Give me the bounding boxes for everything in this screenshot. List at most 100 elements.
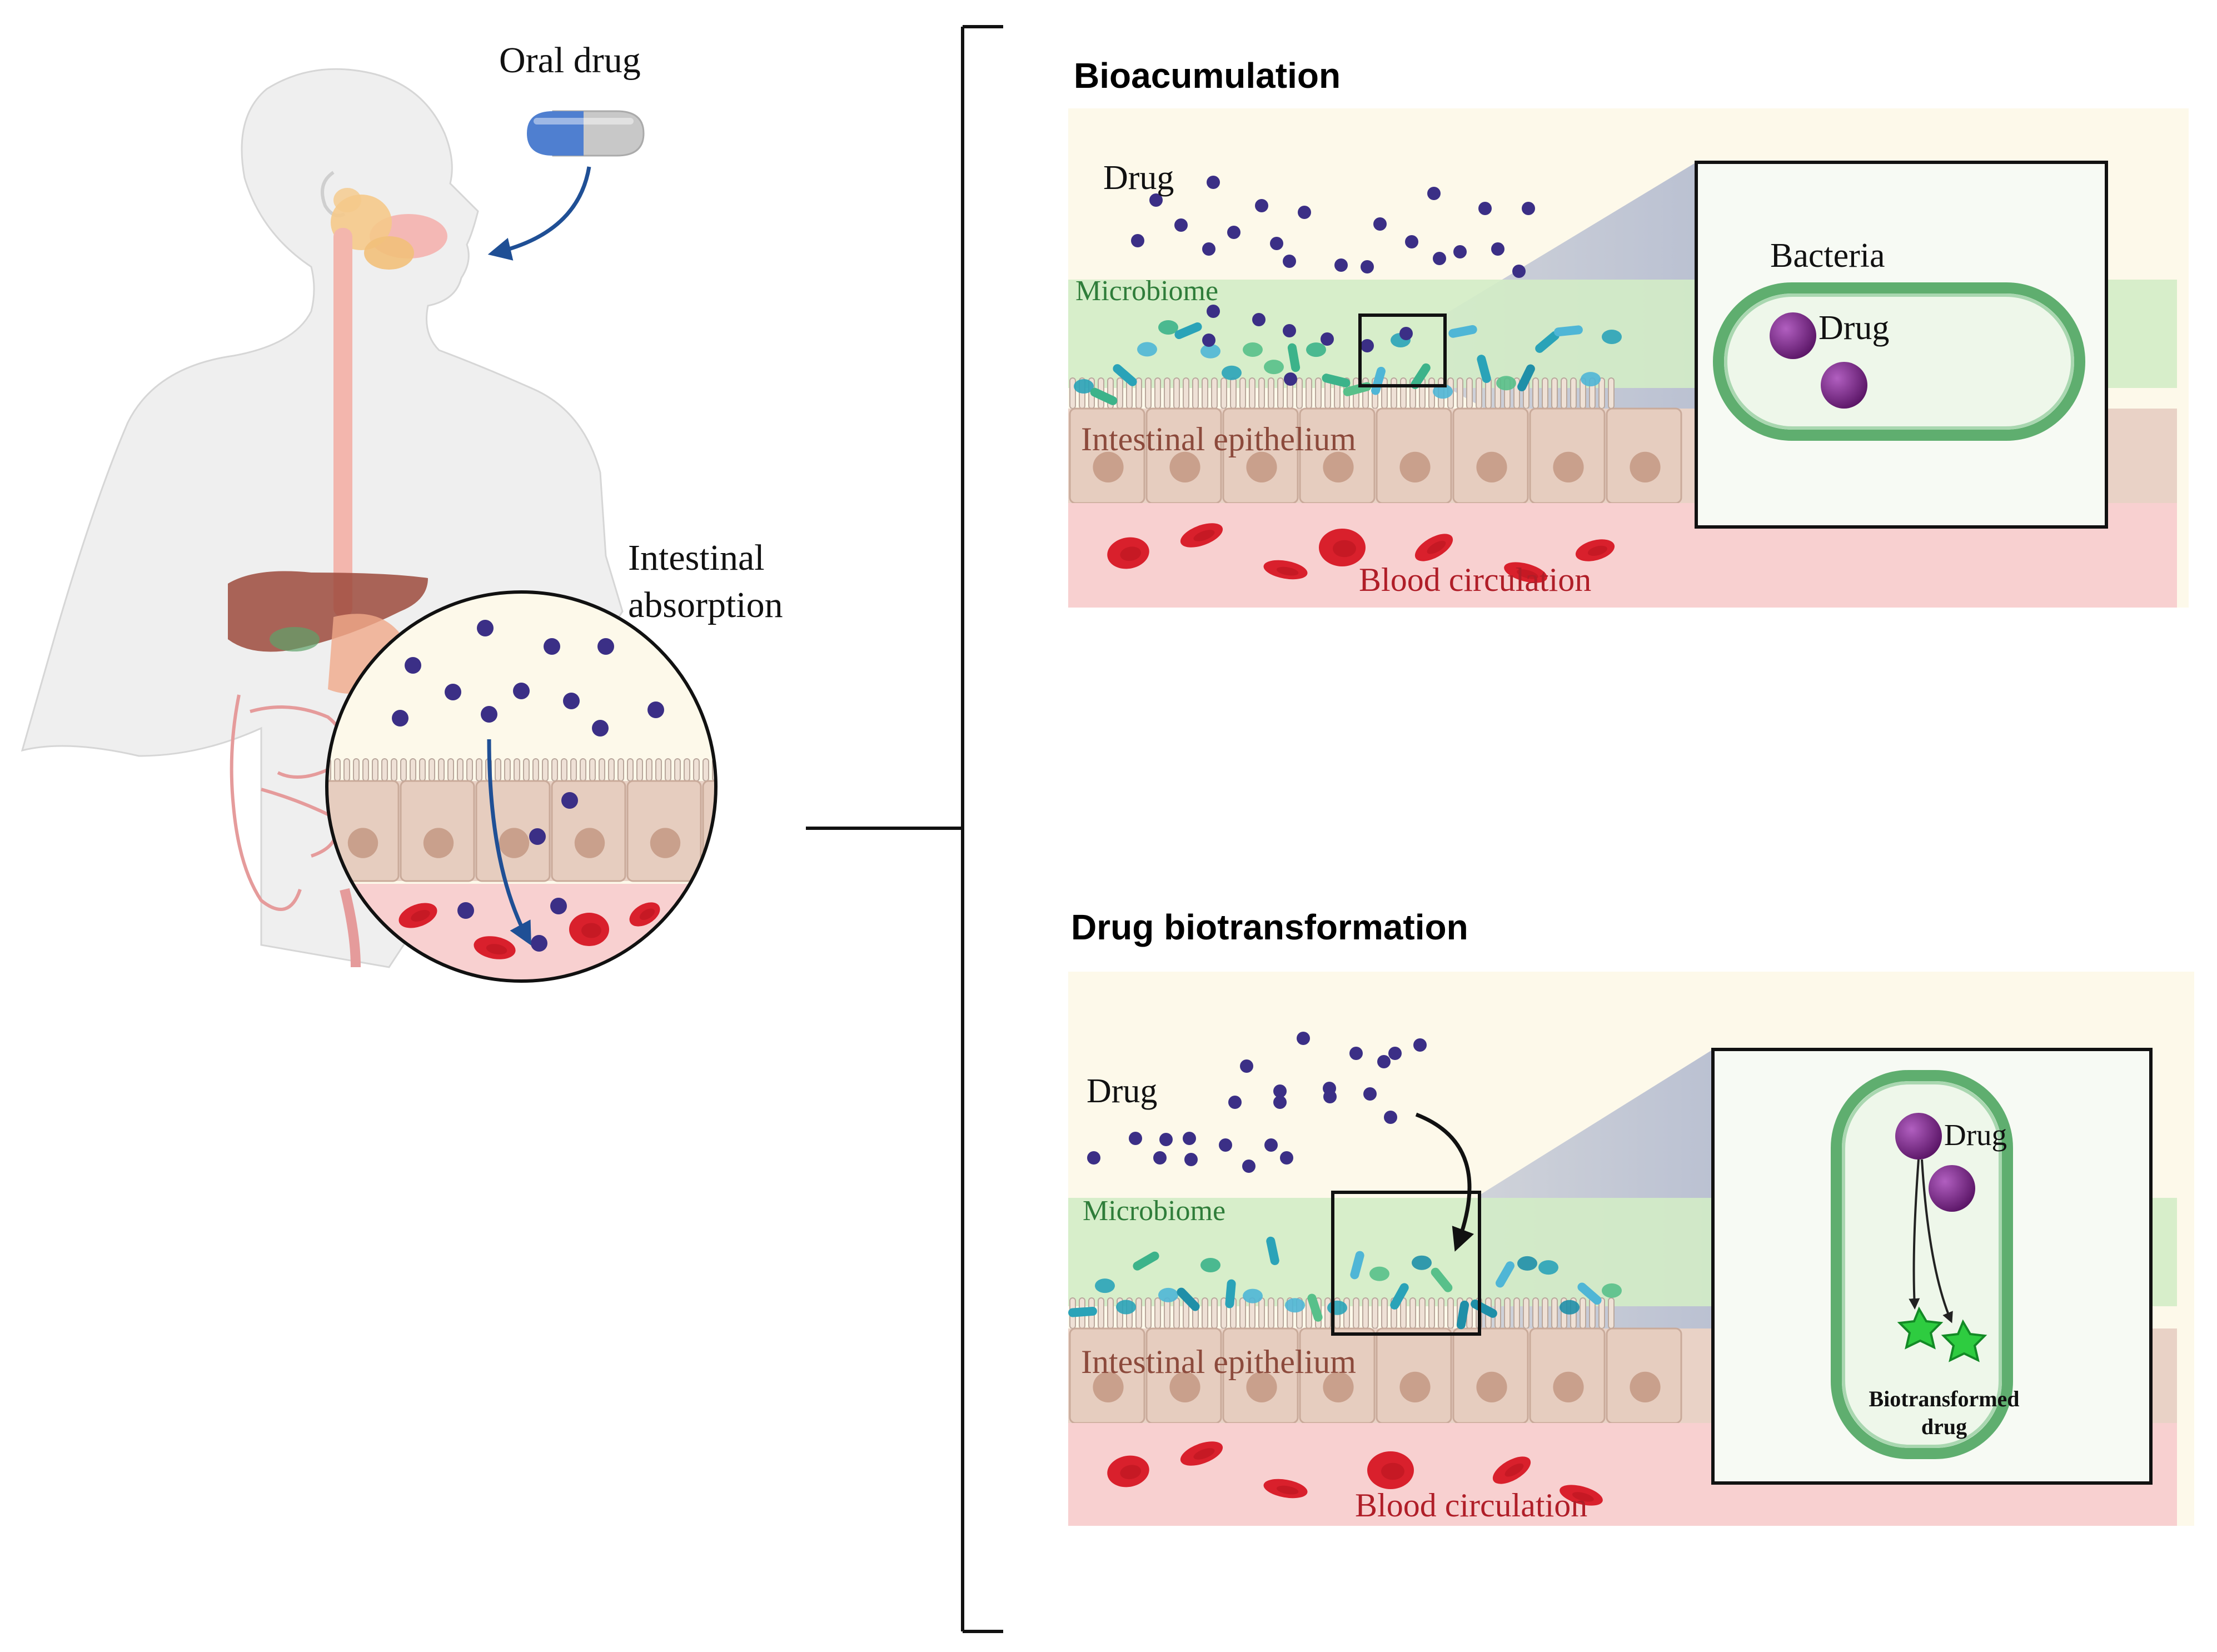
- drug-particle: [1334, 258, 1348, 272]
- drug-particle: [1363, 1087, 1377, 1101]
- product-star: [1941, 1319, 1987, 1362]
- drug-particle: [1159, 1133, 1173, 1146]
- villus: [1268, 1297, 1274, 1329]
- villus: [410, 758, 416, 782]
- villus: [1542, 377, 1548, 409]
- drug-particle: [1283, 324, 1296, 337]
- bacterium-rod: [1266, 1236, 1279, 1265]
- drug-particle: [1202, 334, 1215, 347]
- bacterium-rod: [1225, 1279, 1236, 1308]
- villus: [1315, 377, 1322, 409]
- bacterium-rod: [1287, 343, 1301, 372]
- villus: [1230, 377, 1237, 409]
- drug-particle: [1207, 176, 1220, 189]
- bacterium-coccus: [1517, 1256, 1537, 1271]
- large-drug-particle: [1895, 1113, 1942, 1160]
- villus: [1145, 1297, 1152, 1329]
- bacterium-coccus: [1222, 365, 1242, 380]
- villus: [1211, 1297, 1218, 1329]
- bacterium-rod: [1554, 325, 1583, 337]
- bacterium-rod: [1577, 1282, 1602, 1305]
- cell-nucleus: [1553, 451, 1584, 483]
- cell-nucleus: [1476, 1371, 1507, 1402]
- drug-particle: [1298, 206, 1311, 219]
- rbc-center: [581, 923, 601, 938]
- bacterium-rod: [1113, 364, 1137, 386]
- large-drug-particle: [1770, 312, 1816, 359]
- cell-nucleus: [1630, 451, 1661, 483]
- cell-nucleus: [1399, 1371, 1431, 1402]
- rbc-center: [1587, 545, 1607, 556]
- drug-particle: [1087, 1151, 1100, 1165]
- drug-particle: [1384, 1111, 1397, 1124]
- bacterium-coccus: [1496, 376, 1516, 391]
- villus: [1504, 1297, 1511, 1329]
- drug-particle: [1321, 332, 1334, 346]
- drug-particles: [392, 620, 664, 952]
- villus: [476, 758, 482, 782]
- drug-particle: [1373, 217, 1387, 231]
- villus: [1409, 1297, 1416, 1329]
- cell-nucleus: [499, 828, 530, 858]
- drug-particle: [1453, 245, 1467, 258]
- absorption-label-2: absorption: [628, 585, 783, 625]
- p2-epithelium-label: Intestinal epithelium: [1081, 1344, 1356, 1380]
- villus: [1532, 377, 1539, 409]
- bacterium-rod: [1448, 325, 1477, 338]
- villus: [523, 758, 530, 782]
- rbc-center: [1276, 566, 1299, 576]
- drug-particle: [405, 657, 421, 674]
- biotransformed-label-2: drug: [1921, 1414, 1967, 1439]
- bacterium-rod: [1371, 366, 1386, 395]
- villus: [1598, 377, 1605, 409]
- drug-particle: [1273, 1096, 1287, 1109]
- villus: [1268, 377, 1274, 409]
- absorption-arrow: [487, 739, 531, 946]
- villus: [532, 758, 539, 782]
- red-blood-cells: [1107, 1441, 1603, 1506]
- drug-particles: [1131, 176, 1535, 386]
- villus: [1561, 377, 1567, 409]
- cell-nucleus: [1093, 451, 1124, 483]
- esophagus: [333, 228, 352, 617]
- villus: [1608, 377, 1615, 409]
- bacterium-rod: [1133, 1251, 1159, 1271]
- villus: [1447, 1297, 1454, 1329]
- drug-particle: [563, 693, 580, 709]
- villus: [580, 758, 586, 782]
- oral-drug-capsule: [527, 110, 645, 157]
- p1-microbiome-label: Microbiome: [1075, 275, 1218, 307]
- villus: [466, 758, 473, 782]
- drug-particle: [445, 684, 461, 700]
- inset-bacteria-label: Bacteria: [1770, 237, 1885, 275]
- drug-particle: [1264, 1138, 1278, 1152]
- villus: [1173, 377, 1180, 409]
- villus: [1202, 1297, 1208, 1329]
- villus: [400, 758, 407, 782]
- rbc-center: [1120, 1465, 1142, 1480]
- microbiome-bacteria: [1068, 1236, 1622, 1330]
- bacterium-coccus: [1581, 372, 1601, 387]
- bracket: [806, 25, 1003, 1633]
- bacterium-rod: [1477, 355, 1491, 383]
- villus: [1372, 1297, 1378, 1329]
- oral-drug-label: Oral drug: [499, 40, 641, 81]
- villus: [1542, 1297, 1548, 1329]
- drug-particle: [1413, 1038, 1427, 1052]
- drug-particle: [1242, 1160, 1256, 1173]
- villus: [1211, 377, 1218, 409]
- drug-particle: [597, 638, 614, 655]
- villus: [1438, 1297, 1444, 1329]
- villus: [1277, 1297, 1284, 1329]
- villus: [1428, 1297, 1435, 1329]
- villus: [353, 758, 360, 782]
- drug-particle: [1349, 1047, 1363, 1060]
- cell-nucleus: [1246, 1371, 1277, 1402]
- villus: [1107, 1297, 1114, 1329]
- villus: [1532, 1297, 1539, 1329]
- drug-particle: [1323, 1090, 1337, 1103]
- panel-title-bioaccumulation: Bioacumulation: [1074, 56, 1341, 96]
- villus: [551, 758, 558, 782]
- drug-particle: [1399, 327, 1413, 340]
- drug-particle: [1227, 226, 1240, 239]
